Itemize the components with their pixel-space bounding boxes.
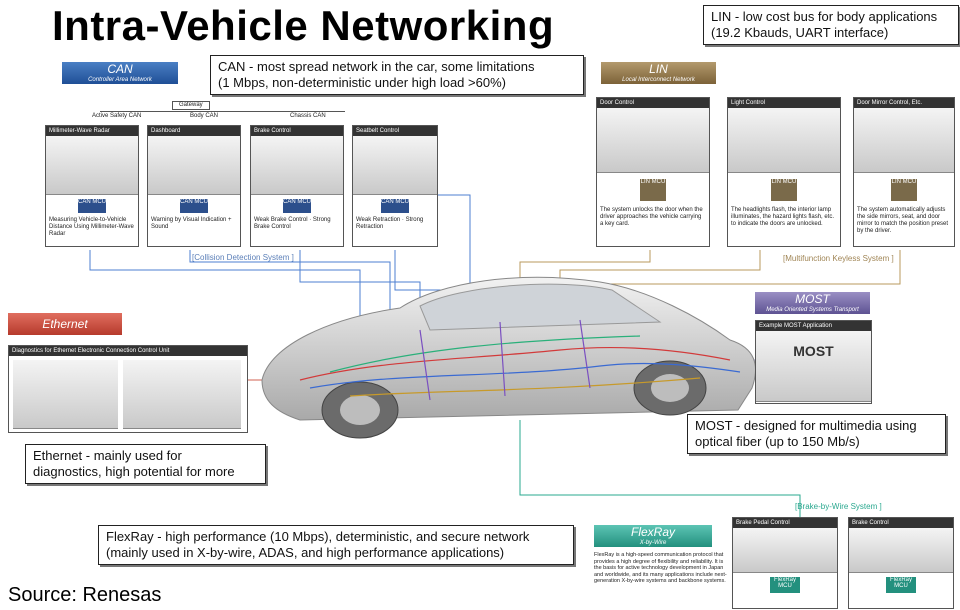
ethernet-tag: Ethernet: [8, 313, 122, 335]
flexray-panel-brake-pedal: Brake Pedal Control FlexRay MCU: [732, 517, 838, 609]
ethernet-callout: Ethernet - mainly used for diagnostics, …: [25, 444, 266, 484]
ethernet-tag-name: Ethernet: [42, 317, 88, 331]
most-logo: MOST: [756, 331, 871, 402]
flexray-mcu: FlexRay MCU: [770, 577, 800, 593]
wiring-harness: [299, 319, 741, 401]
panel-caption: Weak Retraction · Strong Retraction: [356, 217, 424, 230]
panel-title: Brake Pedal Control: [733, 518, 837, 528]
gateway-bus: [100, 111, 345, 112]
callout-line: (mainly used in X-by-wire, ADAS, and hig…: [106, 545, 505, 560]
lin-callout: LIN - low cost bus for body applications…: [703, 5, 959, 45]
gateway-label: Gateway: [172, 101, 210, 110]
panel-title: Door Mirror Control, Etc.: [854, 98, 954, 108]
panel-title: Light Control: [728, 98, 840, 108]
brake-by-wire-label: [Brake-by-Wire System ]: [795, 502, 882, 511]
can-mcu: CAN MCU: [180, 199, 208, 213]
dashboard-image: [148, 136, 240, 195]
panel-title: Diagnostics for Ethernet Electronic Conn…: [9, 346, 247, 356]
most-callout: MOST - designed for multimedia using opt…: [687, 414, 946, 454]
panel-caption: Measuring Vehicle-to-Vehicle Distance Us…: [49, 217, 134, 237]
can-line: [189, 250, 391, 330]
can-line: [89, 250, 361, 330]
keyless-system-label: [Multifunction Keyless System ]: [783, 254, 894, 263]
can-panel-radar: Millimeter-Wave Radar CAN MCU Measuring …: [45, 125, 139, 247]
can-callout: CAN - most spread network in the car, so…: [210, 55, 584, 95]
can-tag: CAN Controller Area Network: [62, 62, 178, 84]
callout-line: CAN - most spread network in the car, so…: [218, 59, 535, 74]
bus-active-safety: Active Safety CAN: [92, 113, 142, 119]
brake-image: [849, 528, 953, 573]
flexray-line: [519, 420, 801, 520]
flexray-mcu: FlexRay MCU: [886, 577, 916, 593]
flexray-tag: FlexRay X-by-Wire: [594, 525, 712, 547]
flexray-tag-subtitle: X-by-Wire: [639, 540, 667, 546]
lin-panel-door: Door Control LIN MCU The system unlocks …: [596, 97, 710, 247]
lin-panel-light: Light Control LIN MCU The headlights fla…: [727, 97, 841, 247]
brake-pedal-image: [733, 528, 837, 573]
can-mcu: CAN MCU: [381, 199, 409, 213]
lin-tag: LIN Local Interconnect Network: [601, 62, 716, 84]
callout-line: FlexRay - high performance (10 Mbps), de…: [106, 529, 530, 544]
flexray-callout: FlexRay - high performance (10 Mbps), de…: [98, 525, 574, 565]
collision-detection-label: [Collision Detection System ]: [192, 253, 294, 262]
panel-caption: The system unlocks the door when the dri…: [600, 207, 703, 227]
panel-title: Dashboard: [148, 126, 240, 136]
panel-caption: The system automatically adjusts the sid…: [857, 207, 949, 234]
door-image: [597, 108, 709, 173]
panel-title: Brake Control: [251, 126, 343, 136]
can-tag-subtitle: Controller Area Network: [88, 77, 152, 83]
mirror-image: [854, 108, 954, 173]
most-panel: Example MOST Application MOST: [755, 320, 872, 404]
callout-line: (1 Mbps, non-deterministic under high lo…: [218, 75, 506, 90]
brake-image: [251, 136, 343, 195]
source-credit: Source: Renesas: [8, 584, 162, 606]
most-tag-name: MOST: [795, 292, 830, 306]
panel-title: Seatbelt Control: [353, 126, 437, 136]
panel-title: Example MOST Application: [756, 321, 871, 331]
can-panel-dashboard: Dashboard CAN MCU Warning by Visual Indi…: [147, 125, 241, 247]
callout-line: diagnostics, high potential for more: [33, 464, 235, 479]
panel-title: Door Control: [597, 98, 709, 108]
most-tag-subtitle: Media Oriented Systems Transport: [766, 307, 859, 313]
flexray-description: FlexRay is a high-speed communication pr…: [594, 552, 727, 584]
light-image: [728, 108, 840, 173]
bus-body: Body CAN: [190, 113, 219, 119]
panel-caption: Warning by Visual Indication + Sound: [151, 217, 232, 230]
callout-line: LIN - low cost bus for body applications: [711, 9, 938, 24]
lin-mcu: LIN MCU: [771, 179, 797, 201]
lin-tag-name: LIN: [649, 62, 668, 76]
callout-line: optical fiber (up to 150 Mb/s): [695, 434, 860, 449]
diagnostics-image-1: [13, 360, 118, 429]
can-panel-brake: Brake Control CAN MCU Weak Brake Control…: [250, 125, 344, 247]
most-tag: MOST Media Oriented Systems Transport: [755, 292, 870, 314]
can-mcu: CAN MCU: [78, 199, 106, 213]
diagnostics-image-2: [123, 360, 241, 429]
can-tag-name: CAN: [107, 62, 133, 76]
can-mcu: CAN MCU: [283, 199, 311, 213]
flexray-panel-brake: Brake Control FlexRay MCU: [848, 517, 954, 609]
panel-title: Brake Control: [849, 518, 953, 528]
callout-line: Ethernet - mainly used for: [33, 448, 182, 463]
car-body: [261, 276, 756, 439]
page-title: Intra-Vehicle Networking: [52, 2, 555, 49]
lin-mcu: LIN MCU: [891, 179, 917, 201]
panel-title: Millimeter-Wave Radar: [46, 126, 138, 136]
bus-chassis: Chassis CAN: [290, 113, 326, 119]
flexray-tag-name: FlexRay: [630, 525, 675, 539]
callout-line: MOST - designed for multimedia using: [695, 418, 917, 433]
seatbelt-image: [353, 136, 437, 195]
can-panel-seatbelt: Seatbelt Control CAN MCU Weak Retraction…: [352, 125, 438, 247]
panel-caption: The headlights flash, the interior lamp …: [731, 207, 835, 227]
ethernet-panel: Diagnostics for Ethernet Electronic Conn…: [8, 345, 248, 433]
radar-image: [46, 136, 138, 195]
panel-caption: Weak Brake Control · Strong Brake Contro…: [254, 217, 331, 230]
lin-tag-subtitle: Local Interconnect Network: [622, 77, 695, 83]
lin-panel-mirror: Door Mirror Control, Etc. LIN MCU The sy…: [853, 97, 955, 247]
lin-mcu: LIN MCU: [640, 179, 666, 201]
callout-line: (19.2 Kbauds, UART interface): [711, 25, 889, 40]
